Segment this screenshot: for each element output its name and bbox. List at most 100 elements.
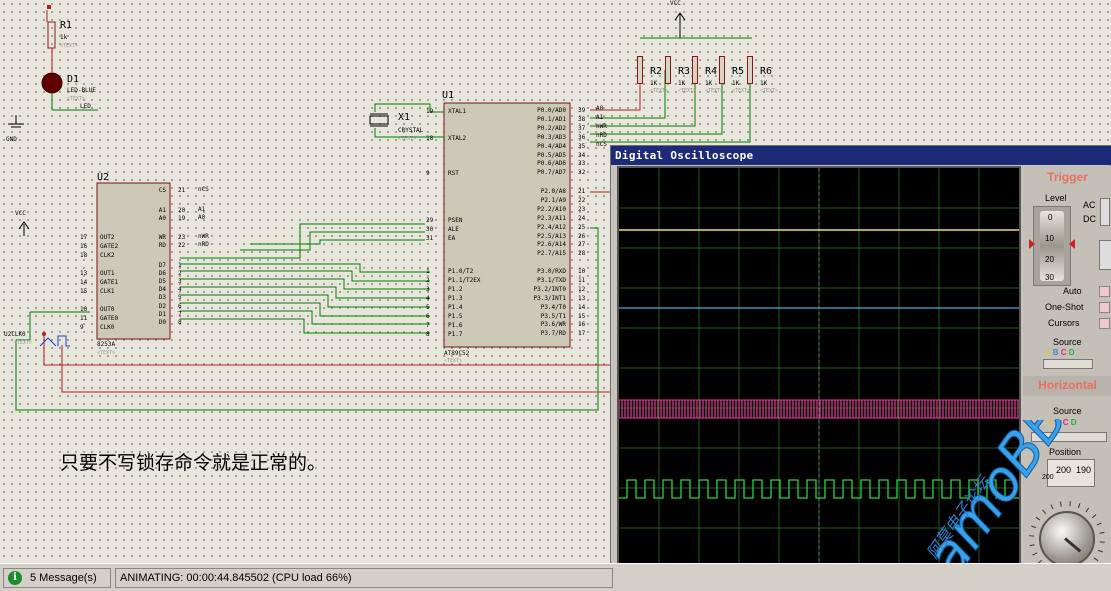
u1-pin-number: 23 — [578, 205, 586, 213]
net-label: nWR — [198, 233, 209, 240]
u1-pin-number: 10 — [578, 268, 586, 275]
dial-tick-mark — [1097, 549, 1103, 553]
horizontal-source-c[interactable]: C — [1062, 418, 1069, 427]
cursors-button[interactable] — [1099, 318, 1110, 329]
dial-tick-mark — [1037, 559, 1043, 564]
oscilloscope-display — [618, 168, 1023, 568]
d1-text: <TEXT> — [67, 96, 86, 102]
resistor-ref: R5 — [732, 66, 745, 77]
u1-pin-name: P0.2/AD2 — [537, 124, 566, 132]
u1-pin-name: P3.2/INT0 — [533, 285, 566, 293]
trigger-edge-switch[interactable] — [1099, 240, 1111, 270]
u1-text: <TEXT> — [444, 358, 463, 364]
u2-pin-number: 5 — [178, 294, 182, 302]
u2-pin-number: 20 — [178, 207, 186, 214]
trace-channel-d — [619, 479, 1023, 499]
oscilloscope-title[interactable]: Digital Oscilloscope — [611, 146, 1111, 165]
animation-status-text: ANIMATING: 00:00:44.845502 (CPU load 66%… — [120, 572, 352, 584]
u2-pin-name: GATE1 — [100, 279, 119, 286]
trigger-level-label: Level — [1045, 193, 1067, 203]
dial-tick-mark — [1093, 557, 1099, 562]
horizontal-source-slider[interactable] — [1031, 432, 1107, 442]
u1-pin-name: P2.4/A12 — [537, 223, 566, 231]
resistor-text: <TEXT> — [678, 88, 697, 94]
auto-button[interactable] — [1099, 286, 1110, 297]
clock-generator-text: <TEXT> — [14, 340, 33, 346]
vcc-left-label: VCC — [15, 210, 26, 217]
u1-pin-number: 31 — [426, 235, 434, 242]
u1-pin-number: 38 — [578, 115, 586, 123]
horizontal-heading: Horizontal — [1038, 378, 1097, 392]
u2-pin-name: WR — [158, 234, 166, 241]
horizontal-source-a[interactable]: A — [1047, 418, 1053, 427]
trigger-level-slider[interactable]: 0 10 20 30 — [1029, 206, 1075, 286]
position-label: Position — [1049, 447, 1082, 457]
u2-pin-number: 13 — [80, 270, 88, 277]
u2-pin-number: 3 — [178, 278, 182, 286]
ac-dc-switch[interactable] — [1100, 198, 1110, 226]
u1-pin-name: P3.1/TXD — [537, 276, 566, 284]
u2-pin-number: 23 — [178, 234, 186, 241]
u2-pin-name: RD — [158, 242, 166, 249]
u1-pin-number: 35 — [578, 142, 586, 150]
resistor-ref: R4 — [705, 66, 718, 77]
u2-pin-name: GATE0 — [100, 315, 119, 322]
u1-pin-number: 14 — [578, 303, 586, 311]
u2-pin-name: D4 — [158, 286, 166, 294]
trigger-source-a[interactable]: A — [1045, 348, 1051, 357]
trace-channel-c — [618, 399, 1019, 419]
u1-pin-number: 17 — [578, 330, 586, 338]
trigger-source-slider[interactable] — [1043, 359, 1093, 369]
u1-pin-number: 7 — [426, 322, 430, 329]
u1-pin-name: P1.6 — [448, 322, 463, 329]
timebase-knob[interactable] — [1039, 511, 1095, 567]
u2-pin-number: 14 — [80, 279, 88, 286]
u2-pin-name: CLK0 — [100, 324, 115, 331]
u1-pin-number: 25 — [578, 223, 586, 231]
u1-pin-number: 29 — [426, 217, 434, 224]
u1-pin-number: 39 — [578, 107, 586, 114]
horizontal-source-d[interactable]: D — [1070, 418, 1077, 427]
messages-count: 5 Message(s) — [30, 572, 97, 584]
resistor-text: <TEXT> — [705, 88, 724, 94]
u1-pin-name: EA — [448, 235, 456, 242]
dial-tick-mark — [1091, 514, 1097, 519]
u2-pin-number: 2 — [178, 270, 182, 278]
horizontal-source-channels[interactable]: A B C D — [1047, 418, 1077, 427]
u2-ref: U2 — [97, 172, 110, 183]
dc-label: DC — [1083, 214, 1096, 224]
animation-status-panel: ANIMATING: 00:00:44.845502 (CPU load 66%… — [115, 568, 613, 588]
u2-pin-name: CS — [158, 187, 166, 194]
dial-tick-mark — [1035, 516, 1041, 521]
dial-tick-mark — [1059, 501, 1062, 507]
u2-pin-number: 1 — [178, 262, 182, 269]
horizontal-source-b[interactable]: B — [1054, 418, 1061, 427]
level-marker-right — [1069, 239, 1075, 249]
dial-tick-mark — [1050, 504, 1054, 510]
u1-pin-number: 3 — [426, 286, 430, 293]
u2-pin-name: D1 — [158, 310, 166, 318]
u1-pin-name: P0.4/AD4 — [537, 142, 566, 150]
digital-oscilloscope-window[interactable]: Digital Oscilloscope ◀ ▶ Trigger Level 0… — [610, 145, 1111, 590]
u1-pin-number: 16 — [578, 321, 586, 329]
resistor-body — [637, 56, 643, 84]
trigger-source-d[interactable]: D — [1068, 348, 1075, 357]
position-dial[interactable]: 200 200 190 — [1042, 459, 1095, 487]
x1-ref: X1 — [398, 112, 411, 123]
u2-pin-name: OUT2 — [100, 234, 115, 241]
trigger-source-c[interactable]: C — [1060, 348, 1067, 357]
u2-text: <TEXT> — [97, 350, 116, 356]
u1-pin-name: P3.4/T0 — [540, 303, 566, 311]
status-bar: i 5 Message(s) ANIMATING: 00:00:44.84550… — [0, 563, 1111, 591]
one-shot-button[interactable] — [1099, 302, 1110, 313]
u2-pin-name: A0 — [158, 215, 166, 222]
u1-pin-number: 34 — [578, 151, 586, 159]
u2-pin-number: 4 — [178, 286, 182, 294]
trigger-source-b[interactable]: B — [1052, 348, 1059, 357]
dial-tick-mark — [1096, 522, 1102, 526]
messages-panel[interactable]: i 5 Message(s) — [3, 568, 111, 588]
level-tick-10: 10 — [1045, 234, 1054, 243]
u2-pin-number: 6 — [178, 302, 182, 310]
trigger-source-channels[interactable]: A B C D — [1045, 348, 1075, 357]
u1-pin-name: P0.5/AD5 — [537, 151, 566, 159]
